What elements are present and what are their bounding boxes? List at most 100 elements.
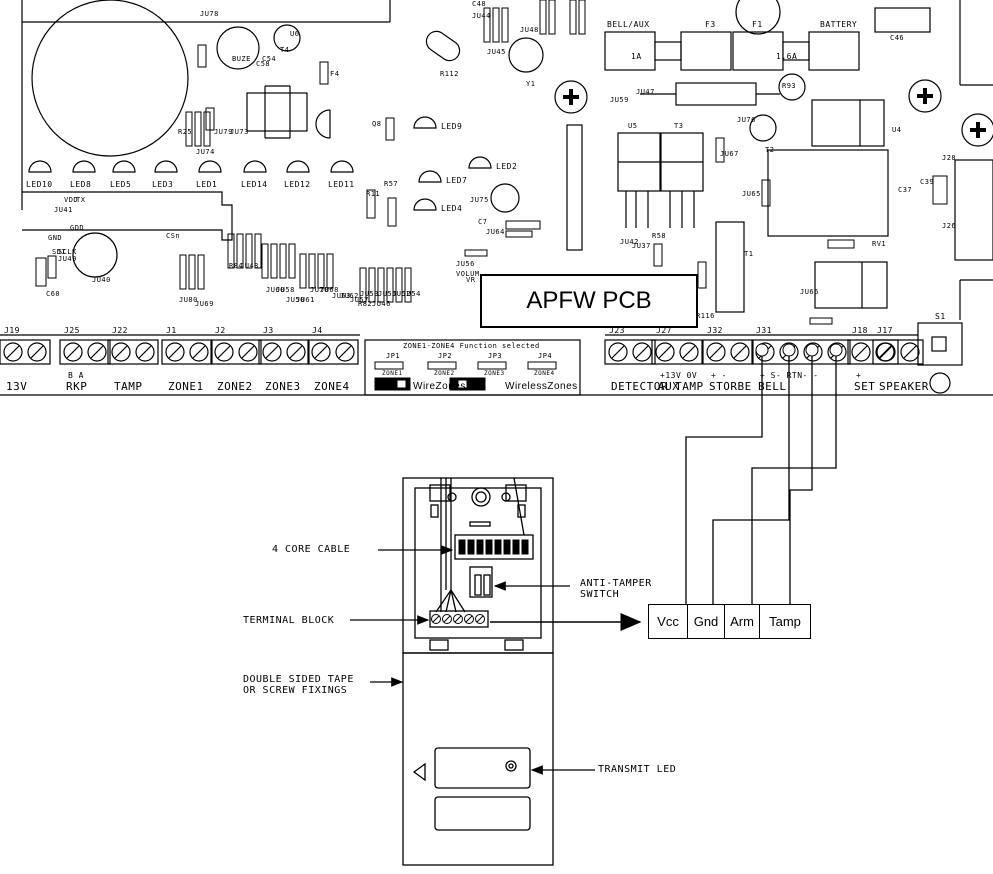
jumper-header [227,233,235,269]
resistor [715,137,725,163]
pcb-board [21,0,993,394]
led-label: LED2 [496,162,518,171]
part-ref: JU80 [179,296,198,304]
part-ref: T4 [280,46,290,54]
part-ref: JU67 [720,150,739,158]
connector-pins: B A [68,371,84,380]
part-ref: C46 [890,34,905,42]
screw [286,342,306,362]
terminal-tamp: Tamp [759,604,811,639]
part-ref: Y1 [526,80,536,88]
terminal-screw-slot [432,615,440,623]
mounting-holes [563,88,986,138]
bell-wiring-ends [755,343,843,357]
zone-selector [374,361,557,391]
part-ref: R93 [782,82,797,90]
part-ref: JU66 [800,288,819,296]
led-label: LED14 [241,180,268,189]
jumper-header [404,267,412,303]
resistor [35,257,47,287]
connector-name: BELL [758,380,787,393]
part-ref: JU50 [286,296,305,304]
resistor [809,317,833,325]
screw-slot [338,345,352,359]
jumper-header [492,7,500,43]
part-ref: JU60 [266,286,285,294]
led-label: LED9 [441,122,463,131]
terminal-screw [453,614,463,624]
jumper-header [203,111,211,147]
terminal-housing [751,339,851,365]
part-ref: JU49 [58,255,77,263]
resistor [761,179,771,207]
part-ref: BUZE [232,55,251,63]
connector-name: RKP [66,380,88,393]
connector-name: DETECTOR TAMP [611,380,704,393]
jumper-label: JP2 [438,352,453,360]
connector-id: S1 [935,312,946,321]
connector-id: J19 [4,326,20,335]
screw-slot [114,345,128,359]
wire-zones-label: WireZones [413,381,466,392]
screw [679,342,699,362]
resistor [505,230,533,238]
pcb-title-box: APFW PCB [480,274,698,328]
part-ref: JU63 [332,292,351,300]
small-components [35,0,948,325]
dip-key [467,539,475,555]
terminal-gnd: Gnd [687,604,725,639]
part-ref: JU79 [214,128,233,136]
jumper-header [188,254,196,290]
screw-slot [265,345,279,359]
dip-key [503,539,511,555]
screw [311,342,331,362]
part-ref: JU47 [636,88,655,96]
terminal-housing [872,339,924,365]
part-ref: R58 [652,232,667,240]
zone-selector-caption: ZONE1-ZONE4 Function selected [403,342,540,350]
connector-id: J25 [64,326,80,335]
screw [730,342,750,362]
part-ref: T2 [765,146,775,154]
screw [876,342,896,362]
terminal-arm: Arm [724,604,760,639]
terminal-block-label: TERMINAL BLOCK [243,615,335,626]
connector-pins: + - [711,371,727,380]
zone-tag: ZONE3 [484,370,505,377]
dip-switch [458,539,529,555]
terminal-housing [0,339,51,365]
resistor [932,175,948,205]
connector-pins: + [856,371,862,380]
screw-slot [879,345,893,359]
connector-id: J2 [215,326,226,335]
terminal-housing [651,339,703,365]
screw [608,342,628,362]
led-led7 [418,170,442,183]
terminal-housing [604,339,656,365]
tape-label: DOUBLE SIDED TAPE OR SCREW FIXINGS [243,674,354,696]
jumper-header [261,243,269,279]
part-ref: JU37 [632,242,651,250]
terminal-housing [210,339,262,365]
part-ref: R82 [358,300,373,308]
resistor [653,243,663,267]
jumper-header [395,267,403,303]
jumper-header [377,267,385,303]
jumper-header [368,267,376,303]
jumper-header [501,7,509,43]
resistor [366,189,376,219]
screw [827,342,847,362]
resistor [197,44,207,68]
led-led14 [243,160,267,173]
screw-slot [709,345,723,359]
screw [27,342,47,362]
terminal-screw-slot [443,615,451,623]
part-ref: JU53 [360,290,379,298]
part-ref: J28 [942,154,957,162]
led-led5 [112,160,136,173]
resistor [827,239,855,249]
part-ref: VDD [64,196,79,204]
screw-slot [241,345,255,359]
resistor [319,61,329,85]
